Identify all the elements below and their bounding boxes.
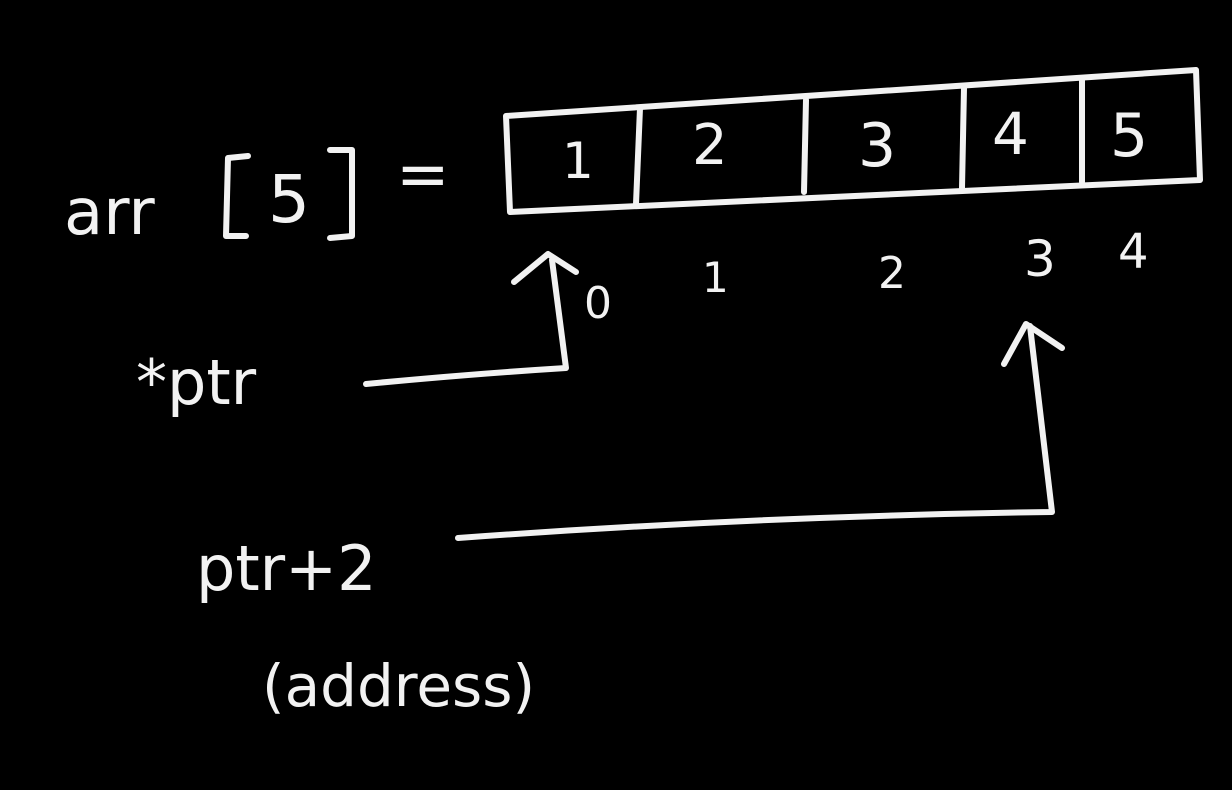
array-index-label: 3: [1024, 230, 1056, 288]
array-box: 1 2 3 4 5: [503, 67, 1203, 215]
offset-pointer: ptr+2 (address): [196, 321, 1065, 720]
array-declaration: arr 5 =: [64, 138, 450, 250]
deref-pointer-label: *ptr: [136, 346, 257, 419]
array-index-label: 4: [1118, 224, 1149, 280]
cell-divider: [959, 85, 967, 191]
array-outline: [503, 67, 1203, 215]
array-cell-value: 5: [1110, 101, 1148, 171]
offset-pointer-note: (address): [262, 652, 535, 720]
offset-pointer-label: ptr+2: [196, 532, 377, 605]
array-name: arr: [64, 176, 155, 250]
array-cell-value: 3: [858, 111, 896, 181]
array-index-label: 0: [584, 278, 612, 329]
equals-sign: =: [396, 138, 450, 212]
offset-pointer-line: [455, 323, 1055, 541]
deref-pointer: *ptr: [136, 251, 579, 419]
cell-divider: [801, 97, 809, 195]
arrowhead-icon: [511, 251, 579, 285]
array-cell-value: 4: [992, 100, 1029, 168]
array-size: 5: [268, 161, 310, 238]
array-cell-value: 2: [692, 113, 728, 178]
array-cell-value: 1: [562, 132, 594, 190]
arrowhead-icon: [1001, 321, 1065, 367]
index-labels: 0 1 2 3 4: [584, 224, 1149, 329]
left-bracket-icon: [223, 153, 251, 239]
deref-pointer-line: [363, 257, 569, 387]
array-index-label: 2: [878, 248, 906, 299]
cell-divider: [633, 105, 643, 207]
array-index-label: 1: [702, 253, 729, 302]
right-bracket-icon: [327, 147, 355, 241]
